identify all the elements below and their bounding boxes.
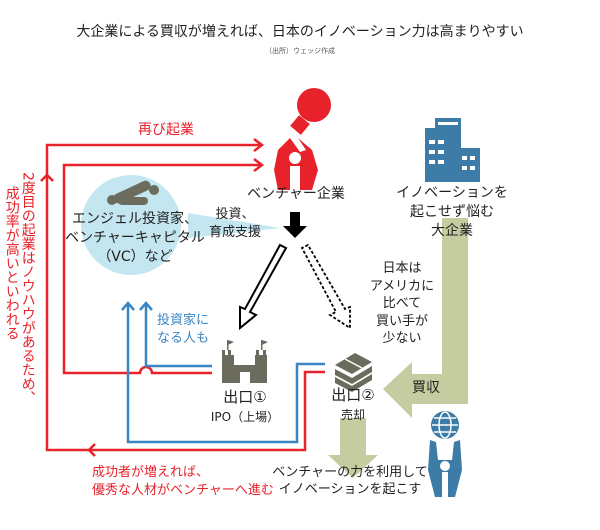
second-startup-note-1: 2度目の起業はノウハウがあるため、 (19, 172, 36, 405)
exit1-label: 出口① (223, 388, 267, 406)
chevron-right-icon (253, 138, 265, 152)
blue-inner-line (144, 303, 212, 368)
support-arrow (188, 213, 280, 238)
exit2-sub-label: 売却 (340, 408, 366, 422)
building-icon (425, 118, 480, 182)
japan-note-line: 日本は (382, 261, 422, 276)
chevron-left-icon (87, 443, 96, 457)
big-company-line: 起こせず悩む (409, 204, 494, 220)
become-investor-line: なる人も (157, 331, 210, 346)
chevron-right-icon (253, 158, 265, 172)
japan-note-line: 買い手が (375, 313, 429, 329)
big-company-line: 大企業 (430, 223, 473, 239)
big-company-label: イノベーションを 起こせず悩む 大企業 (396, 184, 508, 241)
investors-line: エンジェル投資家、 (72, 211, 198, 227)
support-line: 育成支援 (208, 225, 262, 240)
red-flow-lines (40, 138, 325, 457)
lightbulb-person-icon (274, 88, 331, 190)
investors-label: エンジェル投資家、 ベンチャーキャピタル （VC）など (65, 210, 205, 267)
exit1-sub-label: IPO（上場） (210, 410, 280, 424)
red-inner-line (62, 163, 262, 375)
castle-icon (222, 340, 268, 383)
talent-label: 成功者が増えれば、 優秀な人材がベンチャーへ進む (92, 464, 274, 500)
japan-note: 日本は アメリカに 比べて 買い手が 少ない (370, 260, 434, 348)
investor-circle (81, 175, 181, 275)
sale-arrow (300, 243, 351, 330)
become-investor-label: 投資家に なる人も (157, 312, 209, 348)
utilize-line: ベンチャーの力を利用して (272, 465, 428, 480)
chevron-up-icon (139, 301, 153, 311)
blue-outer-line (126, 303, 325, 444)
investors-line: （VC）など (97, 249, 173, 265)
chevron-up-icon (40, 173, 54, 182)
utilize-arrow (328, 418, 378, 478)
red-outer-line (45, 143, 325, 452)
handshake-icon (107, 180, 159, 205)
japan-note-line: 比べて (382, 296, 422, 311)
globe-person-icon (428, 411, 462, 497)
utilize-line: イノベーションを起こす (278, 482, 422, 497)
exit2-label: 出口② (331, 386, 375, 404)
japan-note-line: アメリカに (369, 278, 435, 294)
source-note: （出所）ウェッジ作成 (265, 47, 335, 55)
support-label: 投資、 育成支援 (209, 206, 261, 242)
japan-note-line: 少ない (382, 331, 422, 346)
big-company-line: イノベーションを (396, 185, 508, 201)
blue-flow-lines (121, 301, 325, 444)
support-line: 投資、 (215, 207, 255, 222)
page-title: 大企業による買収が増えれば、日本のイノベーション力は高まりやすい (76, 24, 524, 40)
talent-line: 成功者が増えれば、 (92, 465, 210, 480)
acquisition-arrow (383, 218, 468, 418)
chevron-up-icon (121, 301, 135, 311)
investors-line: ベンチャーキャピタル (65, 230, 205, 246)
ipo-arrow (239, 243, 288, 331)
venture-label: ベンチャー企業 (247, 186, 345, 202)
down-arrow (283, 212, 307, 238)
acquisition-label: 買収 (412, 380, 440, 396)
talent-line: 優秀な人材がベンチャーへ進む (92, 483, 274, 498)
become-investor-line: 投資家に (157, 313, 210, 328)
restart-label: 再び起業 (138, 122, 194, 138)
utilize-label: ベンチャーの力を利用して イノベーションを起こす (272, 464, 427, 498)
money-stack-icon (335, 353, 372, 392)
second-startup-note-2: 成功率が高いといわれる (3, 186, 20, 340)
